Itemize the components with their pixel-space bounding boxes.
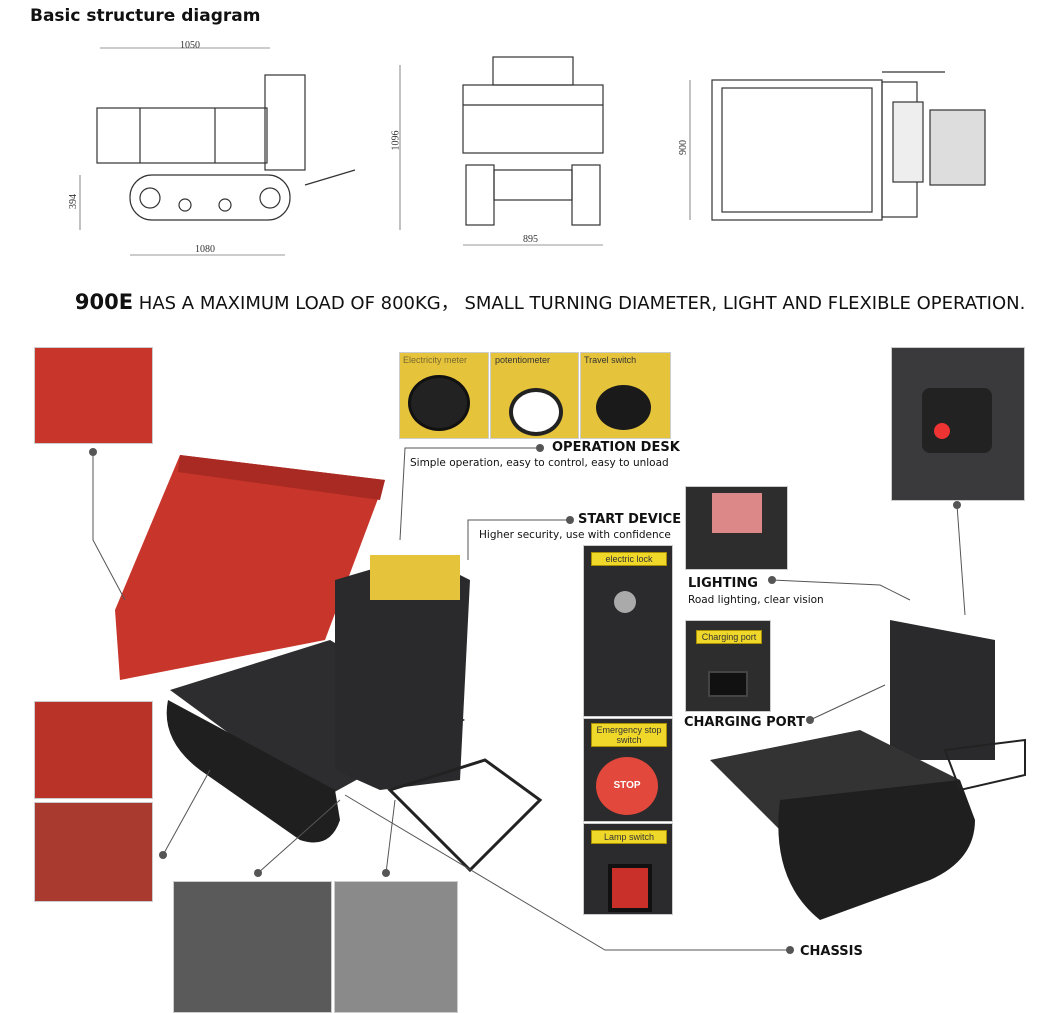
travel-switch-label: Travel switch [584,355,637,365]
page-title: Basic structure diagram [30,6,261,26]
electric-lock-photo: electric lock [583,545,673,717]
stop-button-icon: STOP [596,757,658,815]
side-view-drawing [79,47,401,256]
dial-icon [509,388,563,436]
handle-grip-icon [922,388,992,453]
emergency-stop-label: Emergency stop switch [591,723,667,747]
electric-lock-label: electric lock [591,552,667,566]
operation-desk-title: OPERATION DESK [552,440,680,455]
dim-track-length: 1080 [195,244,215,255]
operation-desk-subtitle: Simple operation, easy to control, easy … [410,457,669,469]
charging-port-title: CHARGING PORT [684,715,805,730]
lamp-switch-photo: Lamp switch [583,823,673,915]
cylinder-mount-photo [34,701,153,799]
emergency-stop-photo: Emergency stop switch STOP [583,718,673,822]
model-name: 900E [74,290,134,314]
start-device-title: START DEVICE [578,512,682,527]
main-machine-right [710,620,1026,920]
latch-detail-photo [34,802,153,902]
potentiometer-photo: potentiometer [490,352,579,439]
socket-icon [708,671,748,697]
lamp-icon [712,493,762,533]
motor-detail-photo [173,881,332,1013]
charging-port-photo: Charging port [685,620,771,712]
pedal-detail-photo [334,881,458,1013]
main-machine-left [115,455,543,873]
electricity-meter-label: Electricity meter [403,355,468,365]
rocker-switch-icon [608,864,652,912]
meter-gauge-icon [408,375,470,431]
lamp-switch-label: Lamp switch [591,830,667,844]
lighting-subtitle: Road lighting, clear vision [688,594,824,606]
lighting-photo [685,486,788,570]
headline: 900E HAS A MAXIMUM LOAD OF 800KG， SMALL … [52,288,1032,318]
top-view-drawing [689,71,986,221]
charging-port-label: Charging port [696,630,762,644]
start-device-subtitle: Higher security, use with confidence [479,529,671,541]
joystick-icon [596,385,651,430]
hinge-detail-photo [34,347,153,444]
travel-switch-photo: Travel switch [580,352,671,439]
lighting-title: LIGHTING [688,576,758,591]
handle-control-photo [891,347,1025,501]
red-button-icon [934,423,950,439]
chassis-title: CHASSIS [800,944,863,959]
key-icon [614,591,636,613]
front-view-drawing [462,56,604,246]
potentiometer-label: potentiometer [495,355,551,365]
dim-length: 1050 [180,40,200,51]
electricity-meter-photo: Electricity meter [399,352,489,439]
dim-front-width: 895 [523,234,538,245]
headline-text: HAS A MAXIMUM LOAD OF 800KG， SMALL TURNI… [133,293,1026,314]
